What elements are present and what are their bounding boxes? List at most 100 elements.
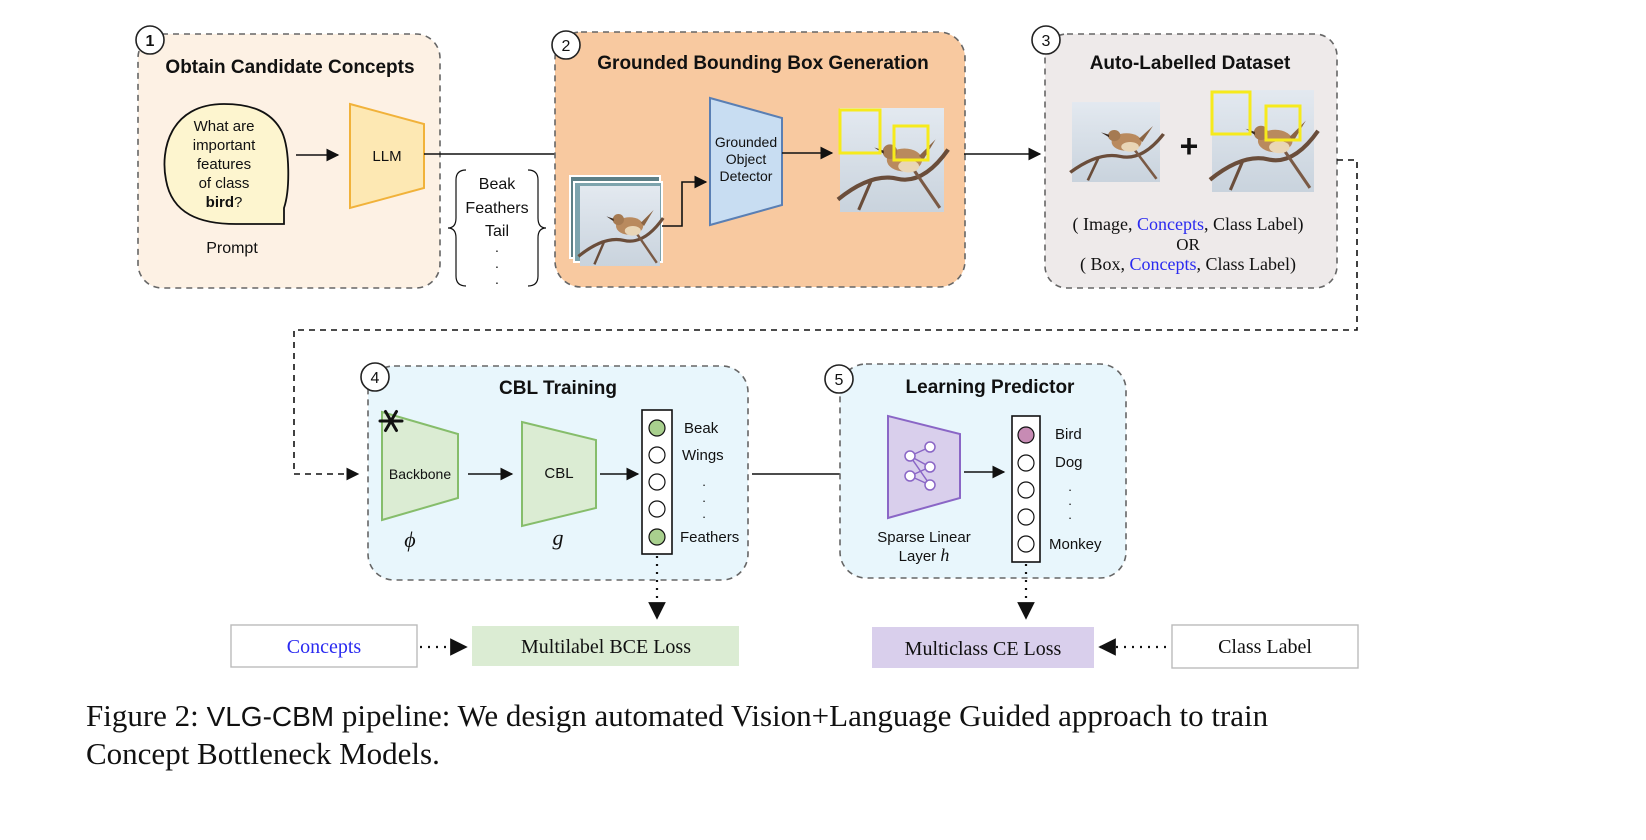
- detector-trapezoid: [709, 96, 783, 227]
- ellipsis-dot: .: [702, 490, 706, 505]
- candidate-concepts-set: Beak Feathers Tail . . .: [447, 169, 547, 287]
- stage-1-title: Obtain Candidate Concepts: [165, 57, 414, 78]
- llm-trapezoid: [349, 102, 425, 210]
- arrow-images-to-detector: [662, 175, 708, 227]
- ce-loss-box: [872, 627, 1094, 668]
- stage-5-number: 5: [835, 372, 844, 389]
- cbl-trapezoid: [521, 420, 597, 528]
- bird-image: [576, 184, 665, 268]
- left-brace: [447, 169, 467, 287]
- ellipsis-dot: .: [1068, 507, 1072, 522]
- concept-node-active: [648, 528, 666, 546]
- stage-2-number: 2: [562, 38, 571, 55]
- stage-4-title: CBL Training: [499, 378, 617, 399]
- ellipsis-dot: .: [495, 255, 499, 271]
- bubble-line-1: What are: [194, 118, 255, 135]
- candidate-concept-1: Beak: [479, 176, 516, 193]
- stage-2-number-circle: [551, 30, 581, 60]
- bounding-box: [1264, 104, 1302, 142]
- concept-node-active: [648, 419, 666, 437]
- caption-line-1: Figure 2: VLG-CBM pipeline: We design au…: [86, 698, 1269, 733]
- concept-node: [648, 473, 666, 491]
- bounding-box: [1210, 90, 1252, 136]
- cbl-label: CBL: [544, 465, 573, 482]
- stage-4-number: 4: [371, 370, 380, 387]
- prompt-label: Prompt: [206, 240, 258, 257]
- detector-line-1: Grounded: [715, 134, 777, 150]
- bird-image-with-boxes: [838, 108, 948, 212]
- backbone-phi: ϕ: [404, 527, 415, 552]
- stage-5-box: [839, 363, 1127, 579]
- concept-label-feathers: Feathers: [680, 529, 739, 546]
- concept-node: [648, 446, 666, 464]
- stage-2-title: Grounded Bounding Box Generation: [597, 53, 928, 74]
- network-icon: [904, 441, 936, 491]
- class-node: [1017, 481, 1035, 499]
- losses-row: Concepts Multilabel BCE Loss Multiclass …: [230, 556, 1359, 669]
- sparse-linear-line-1: Sparse Linear: [877, 529, 970, 546]
- ellipsis-dot: .: [1068, 479, 1072, 494]
- stage-4-number-circle: [360, 362, 390, 392]
- ce-loss-label: Multiclass CE Loss: [905, 638, 1062, 660]
- class-node: [1017, 508, 1035, 526]
- concept-label-wings: Wings: [682, 447, 724, 464]
- ellipsis-dot: .: [495, 239, 499, 255]
- dataset-or: OR: [1176, 235, 1200, 254]
- sparse-linear-line-2: Layer h: [899, 545, 950, 565]
- stage-3-number: 3: [1042, 33, 1051, 50]
- stage-5-title: Learning Predictor: [906, 377, 1076, 398]
- figure-caption: Figure 2: VLG-CBM pipeline: We design au…: [86, 697, 1566, 772]
- bounding-box: [892, 124, 930, 162]
- ellipsis-dot: .: [702, 506, 706, 521]
- dataset-tuple-box: ( Box, Concepts, Class Label): [1080, 254, 1296, 275]
- ellipsis-dot: .: [495, 271, 499, 287]
- sparse-linear-trapezoid: [887, 414, 961, 520]
- bubble-line-5: bird?: [206, 194, 243, 211]
- stage-5-panel: 5 Learning Predictor Sparse Linear Layer…: [824, 363, 1127, 579]
- bce-loss-box: [472, 626, 739, 666]
- bce-loss-label: Multilabel BCE Loss: [521, 636, 691, 658]
- bubble-line-3: features: [197, 156, 251, 173]
- plus-sign: +: [1180, 128, 1199, 164]
- ellipsis-dot: .: [702, 474, 706, 489]
- ellipsis-dot: .: [1068, 493, 1072, 508]
- class-label-monkey: Monkey: [1049, 536, 1102, 553]
- detector-line-3: Detector: [720, 168, 773, 184]
- right-brace: [527, 169, 547, 287]
- stage-3-number-circle: [1031, 25, 1061, 55]
- input-image-stack: [569, 175, 665, 268]
- class-label-box: [1171, 624, 1359, 669]
- class-node: [1017, 535, 1035, 553]
- backbone-label: Backbone: [389, 466, 451, 482]
- dataset-image-with-boxes: [1210, 90, 1318, 192]
- concepts-box-label: Concepts: [287, 636, 362, 658]
- connector-stage3-to-stage4: [293, 159, 1358, 481]
- stage-4-panel: 4 CBL Training Backbone ϕ CBL g Beak Win…: [360, 362, 749, 581]
- dataset-tuple-image: ( Image, Concepts, Class Label): [1073, 214, 1304, 235]
- stage-1-panel: 1 Obtain Candidate Concepts What are imp…: [135, 25, 441, 289]
- stage-1-number-circle: [135, 25, 165, 55]
- stage-1-number: 1: [146, 33, 155, 50]
- snowflake-icon: [378, 410, 404, 432]
- class-label-bird: Bird: [1055, 426, 1082, 443]
- caption-line-2: Concept Bottleneck Models.: [86, 736, 440, 771]
- stage-3-title: Auto-Labelled Dataset: [1090, 53, 1291, 74]
- backbone-trapezoid: [381, 410, 459, 522]
- class-label-box-label: Class Label: [1218, 636, 1312, 658]
- detector-line-2: Object: [726, 151, 767, 167]
- bounding-box: [838, 108, 882, 155]
- stage-5-number-circle: [824, 364, 854, 394]
- class-node: [1017, 454, 1035, 472]
- concepts-box: [230, 624, 418, 668]
- candidate-concept-3: Tail: [485, 223, 509, 240]
- stage-2-panel: 2 Grounded Bounding Box Generation Groun…: [551, 30, 966, 288]
- concept-label-beak: Beak: [684, 420, 719, 437]
- bubble-line-4: of class: [199, 175, 250, 192]
- candidate-concept-2: Feathers: [465, 200, 528, 217]
- prompt-speech-bubble: What are important features of class bir…: [163, 103, 290, 225]
- dataset-image: [1068, 100, 1166, 184]
- cbl-g: g: [553, 525, 564, 550]
- class-label-dog: Dog: [1055, 454, 1083, 471]
- bubble-line-2: important: [193, 137, 256, 154]
